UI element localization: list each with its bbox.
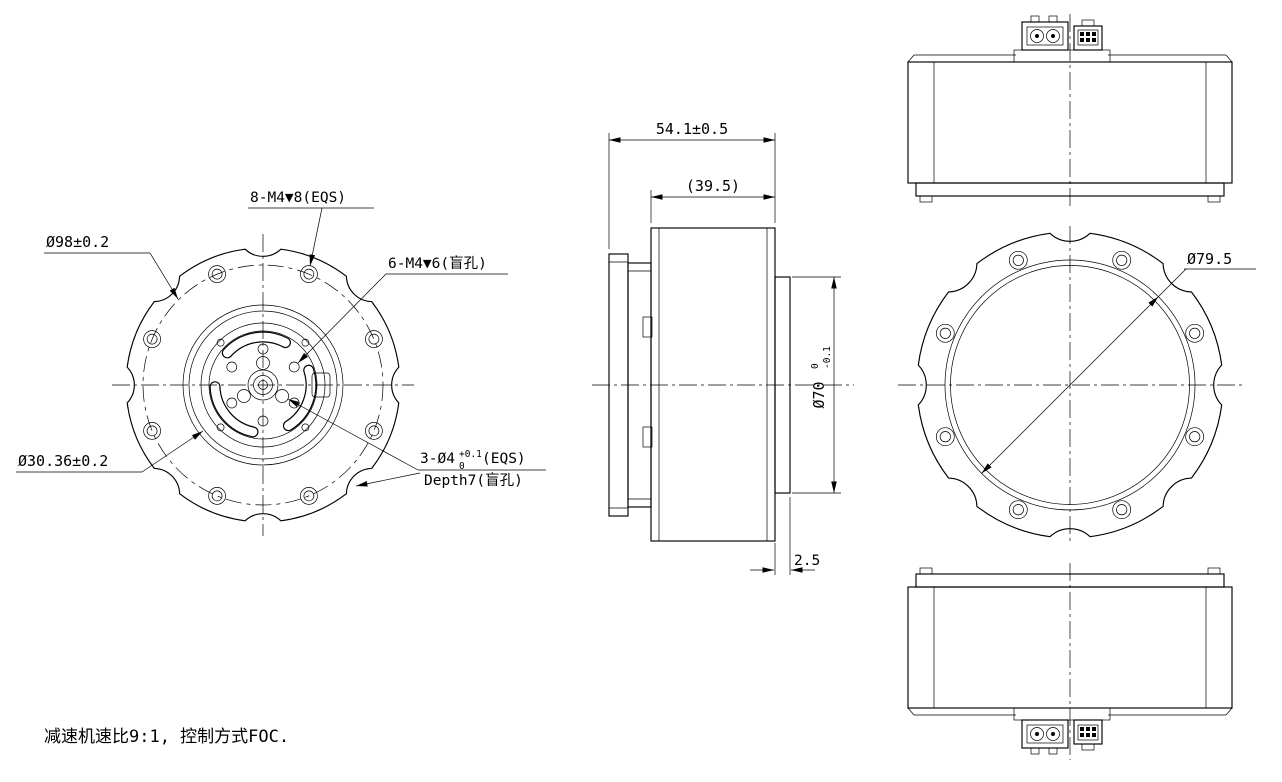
rear-bolt-holes bbox=[935, 250, 1205, 520]
dim-boss-thickness-label: 2.5 bbox=[794, 553, 820, 569]
rear-view: Ø79.5 bbox=[898, 226, 1256, 544]
dim-body-length-label: (39.5) bbox=[686, 177, 740, 195]
dim-boss-diameter-label: Ø70 bbox=[810, 381, 828, 408]
callout-face-holes-label: 6-M4▼6(盲孔) bbox=[388, 255, 487, 272]
top-view bbox=[907, 14, 1233, 207]
callout-pin-holes-prefix: 3-Ø4 bbox=[420, 451, 455, 467]
front-bolt-holes bbox=[143, 265, 383, 505]
front-view: Ø98±0.2 Ø30.36±0.2 8-M4▼8(EQS) 6-M4▼6(盲孔… bbox=[16, 190, 546, 536]
callout-flange-holes-label: 8-M4▼8(EQS) bbox=[250, 190, 346, 206]
rear-dim-face-dia: Ø79.5 bbox=[981, 250, 1256, 474]
bottom-signal-connector bbox=[1073, 719, 1103, 751]
callout-pin-holes-suffix: (EQS) bbox=[482, 451, 526, 467]
dim-face-diameter-label: Ø79.5 bbox=[1187, 250, 1232, 268]
dim-boss-tol-lower: -0.1 bbox=[822, 346, 833, 369]
front-annotations: Ø98±0.2 Ø30.36±0.2 8-M4▼8(EQS) 6-M4▼6(盲孔… bbox=[16, 190, 546, 489]
front-kidney-slots bbox=[209, 331, 317, 438]
side-dim-overall: 54.1±0.5 bbox=[608, 120, 776, 249]
drawing-note: 减速机速比9:1, 控制方式FOC. bbox=[44, 727, 289, 747]
callout-pin-holes-tol-upper: +0.1 bbox=[459, 449, 482, 460]
side-dim-boss-dia: Ø70 0 -0.1 bbox=[792, 276, 841, 494]
rear-flange-outline bbox=[917, 232, 1223, 538]
top-flange-band bbox=[915, 182, 1225, 203]
side-view: 54.1±0.5 (39.5) Ø70 0 -0.1 2.5 bbox=[592, 120, 854, 575]
callout-pin-holes-depth: Depth7(盲孔) bbox=[424, 472, 523, 489]
top-signal-connector bbox=[1073, 19, 1103, 51]
top-power-connector bbox=[1021, 15, 1069, 51]
front-screws bbox=[216, 338, 310, 432]
front-centerlines bbox=[112, 234, 414, 536]
side-dim-boss-thickness: 2.5 bbox=[750, 497, 820, 575]
side-dim-body: (39.5) bbox=[650, 177, 775, 223]
bottom-power-connector bbox=[1021, 719, 1069, 755]
callout-pin-holes-tol-lower: 0 bbox=[459, 461, 465, 472]
dim-flange-bolt-circle-label: Ø98±0.2 bbox=[46, 233, 109, 251]
front-flange-outline bbox=[126, 248, 400, 522]
side-body bbox=[608, 227, 791, 542]
dim-inner-boss-label: Ø30.36±0.2 bbox=[18, 452, 108, 470]
dim-overall-length-label: 54.1±0.5 bbox=[656, 120, 728, 138]
dim-boss-tol-upper: 0 bbox=[810, 363, 821, 369]
bottom-view bbox=[907, 563, 1233, 760]
